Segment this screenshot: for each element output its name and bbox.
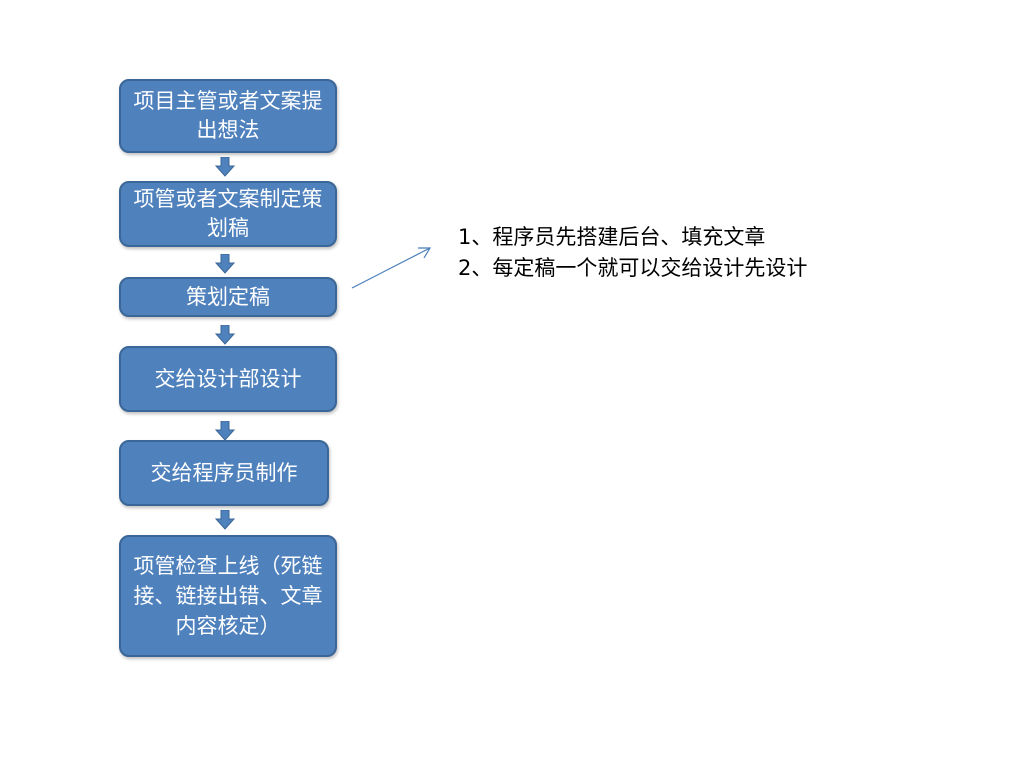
step-develop-label: 交给程序员制作 xyxy=(150,460,298,485)
note-line-2: 2、每定稿一个就可以交给设计先设计 xyxy=(458,256,808,280)
step-idea-label: 项目主管或者文案提出想法 xyxy=(133,89,323,142)
step-develop-box[interactable]: 交给程序员制作 xyxy=(119,440,329,506)
down-arrow-icon xyxy=(215,325,235,345)
step-plan-final-label: 策划定稿 xyxy=(186,284,270,309)
down-arrow-icon xyxy=(215,510,235,530)
step-design-box[interactable]: 交给设计部设计 xyxy=(119,346,337,412)
note-line-1: 1、程序员先搭建后台、填充文章 xyxy=(458,225,766,249)
step-review-launch-label: 项管检查上线（死链接、链接出错、文章内容核定） xyxy=(133,554,323,638)
step-design-label: 交给设计部设计 xyxy=(154,366,302,391)
down-arrow-icon xyxy=(215,157,235,177)
down-arrow-icon xyxy=(215,421,235,441)
step-review-launch-box[interactable]: 项管检查上线（死链接、链接出错、文章内容核定） xyxy=(119,535,337,657)
step-plan-final-box[interactable]: 策划定稿 xyxy=(119,277,337,317)
step-plan-draft-label: 项管或者文案制定策划稿 xyxy=(133,187,323,240)
notes-block: 1、程序员先搭建后台、填充文章 2、每定稿一个就可以交给设计先设计 xyxy=(458,222,807,284)
step-plan-draft-box[interactable]: 项管或者文案制定策划稿 xyxy=(119,181,337,247)
step-idea-box[interactable]: 项目主管或者文案提出想法 xyxy=(119,79,337,153)
down-arrow-icon xyxy=(215,254,235,274)
